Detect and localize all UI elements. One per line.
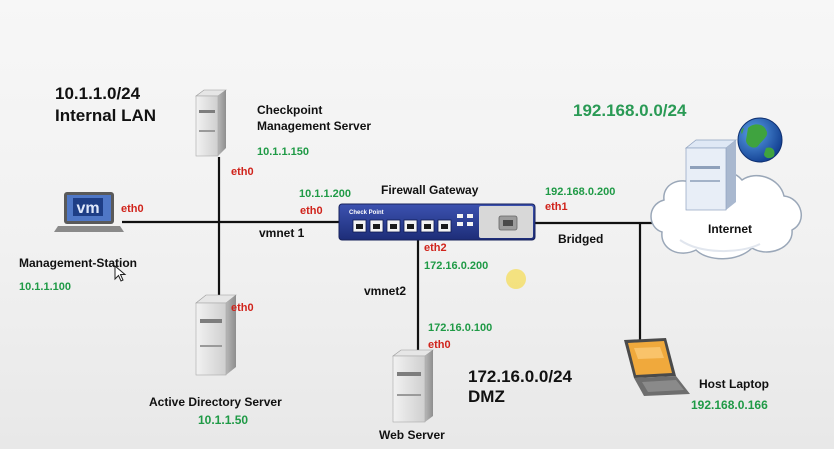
- lan-name: Internal LAN: [55, 106, 157, 125]
- web-server-label: Web Server: [379, 428, 445, 442]
- active-directory-server-icon: [195, 294, 237, 376]
- dmz-name: DMZ: [468, 387, 505, 406]
- host-laptop-icon: [624, 338, 690, 396]
- gateway-eth2-ip: 172.16.0.200: [424, 260, 489, 272]
- internet-host-icon: [685, 139, 737, 211]
- gateway-label: Firewall Gateway: [381, 183, 479, 197]
- mgmt-server-ip: 10.1.1.150: [257, 146, 309, 158]
- laptop-ip: 192.168.0.166: [691, 398, 768, 412]
- highlight-pointer: [506, 269, 526, 289]
- mgmt-station-iface: eth0: [121, 203, 144, 215]
- wan-subnet: 192.168.0.0/24: [573, 101, 687, 120]
- web-server-ip: 172.16.0.100: [428, 322, 493, 334]
- mgmt-server-iface: eth0: [231, 166, 254, 178]
- ad-server-label: Active Directory Server: [149, 395, 282, 409]
- firewall-appliance-icon: Check Point: [338, 203, 536, 241]
- mgmt-station-label: Management-Station: [19, 256, 138, 270]
- gateway-eth1-ip: 192.168.0.200: [545, 186, 616, 198]
- gateway-brand: Check Point: [349, 210, 384, 216]
- gateway-eth1: eth1: [545, 201, 568, 213]
- globe-icon: [737, 117, 783, 163]
- mgmt-server-title-line2: Management Server: [257, 119, 372, 133]
- web-server-iface: eth0: [428, 339, 451, 351]
- gateway-eth2: eth2: [424, 242, 447, 254]
- ad-server-iface: eth0: [231, 302, 254, 314]
- dmz-subnet: 172.16.0.0/24: [468, 367, 572, 386]
- gateway-eth0: eth0: [300, 205, 323, 217]
- management-station-monitor-icon: vm: [54, 192, 124, 232]
- vmnet1-label: vmnet 1: [259, 226, 305, 240]
- web-server-icon: [392, 349, 434, 423]
- laptop-label: Host Laptop: [699, 377, 769, 391]
- ad-server-ip: 10.1.1.50: [198, 413, 249, 427]
- vm-logo: vm: [76, 200, 99, 217]
- mgmt-server-title-line1: Checkpoint: [257, 103, 323, 117]
- management-server-icon: [195, 89, 227, 157]
- mouse-cursor-icon: [114, 265, 127, 282]
- network-links: [122, 157, 660, 355]
- bridged-label: Bridged: [558, 232, 604, 246]
- vmnet2-label: vmnet2: [364, 284, 407, 298]
- gateway-eth0-ip: 10.1.1.200: [299, 188, 351, 200]
- lan-subnet: 10.1.1.0/24: [55, 84, 141, 103]
- mgmt-station-ip: 10.1.1.100: [19, 281, 71, 293]
- internet-label: Internet: [708, 222, 753, 236]
